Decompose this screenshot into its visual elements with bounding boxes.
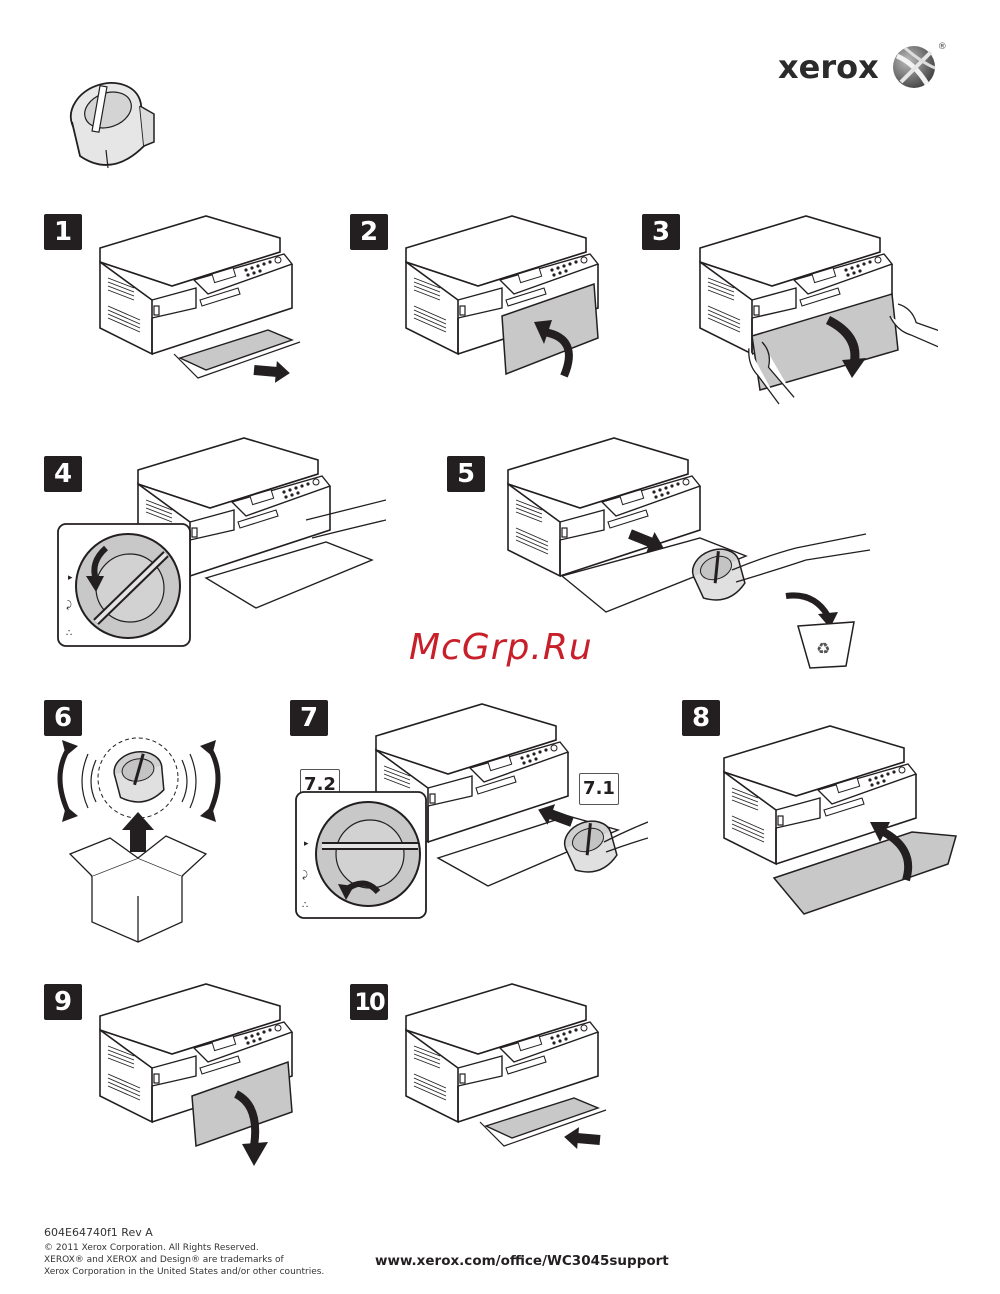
support-url-link[interactable]: www.xerox.com/office/WC3045support xyxy=(375,1253,669,1269)
remove-toner-recycle-icon: ♻ xyxy=(507,437,871,669)
copyright-text: © 2011 Xerox Corporation. All Rights Res… xyxy=(44,1243,259,1253)
svg-text:⤸: ⤸ xyxy=(302,870,309,881)
step-4-badge: 4 xyxy=(44,456,82,492)
open-front-cover-icon xyxy=(699,215,938,409)
shake-new-toner-icon xyxy=(57,737,221,943)
step-3-badge: 3 xyxy=(642,214,680,250)
svg-text:▸: ▸ xyxy=(68,573,73,583)
step-9-badge: 9 xyxy=(44,984,82,1020)
document-code: 604E64740f1 Rev A xyxy=(44,1226,153,1239)
xerox-globe-icon xyxy=(892,46,936,88)
watermark: McGrp.Ru xyxy=(409,627,593,668)
svg-text:∴: ∴ xyxy=(66,628,72,639)
step-5-badge: 5 xyxy=(447,456,485,492)
step-6-badge: 6 xyxy=(44,700,82,736)
rotate-toner-unlock-icon: ▸ ⤸ ∴ xyxy=(57,437,386,647)
trademark-line-1: XEROX® and XEROX and Design® are tradema… xyxy=(44,1255,284,1265)
push-in-paper-tray-icon xyxy=(405,983,607,1151)
toner-cartridge-icon xyxy=(69,82,155,169)
step-7-badge: 7 xyxy=(290,700,328,736)
trademark-line-2: Xerox Corporation in the United States a… xyxy=(44,1267,325,1277)
close-lower-cover-icon xyxy=(99,983,293,1166)
close-front-cover-icon xyxy=(723,725,957,915)
footer-legal: 604E64740f1 Rev A © 2011 Xerox Corporati… xyxy=(44,1227,324,1278)
substep-7-1-badge: 7.1 xyxy=(579,773,619,805)
lift-front-cover-icon xyxy=(405,215,599,378)
step-1-badge: 1 xyxy=(44,214,82,250)
brand-wordmark: xerox xyxy=(778,48,879,86)
insert-and-lock-toner-icon: ▸ ⤸ ∴ xyxy=(295,703,648,919)
registered-mark: ® xyxy=(937,42,947,52)
svg-text:♻: ♻ xyxy=(816,639,830,658)
svg-text:▸: ▸ xyxy=(304,839,309,849)
step-2-badge: 2 xyxy=(350,214,388,250)
xerox-logo: xerox ® xyxy=(778,42,947,90)
pull-out-paper-tray-icon xyxy=(99,215,301,385)
step-10-badge: 10 xyxy=(350,984,388,1020)
step-8-badge: 8 xyxy=(682,700,720,736)
svg-text:⤸: ⤸ xyxy=(66,600,73,611)
svg-text:∴: ∴ xyxy=(302,900,308,911)
